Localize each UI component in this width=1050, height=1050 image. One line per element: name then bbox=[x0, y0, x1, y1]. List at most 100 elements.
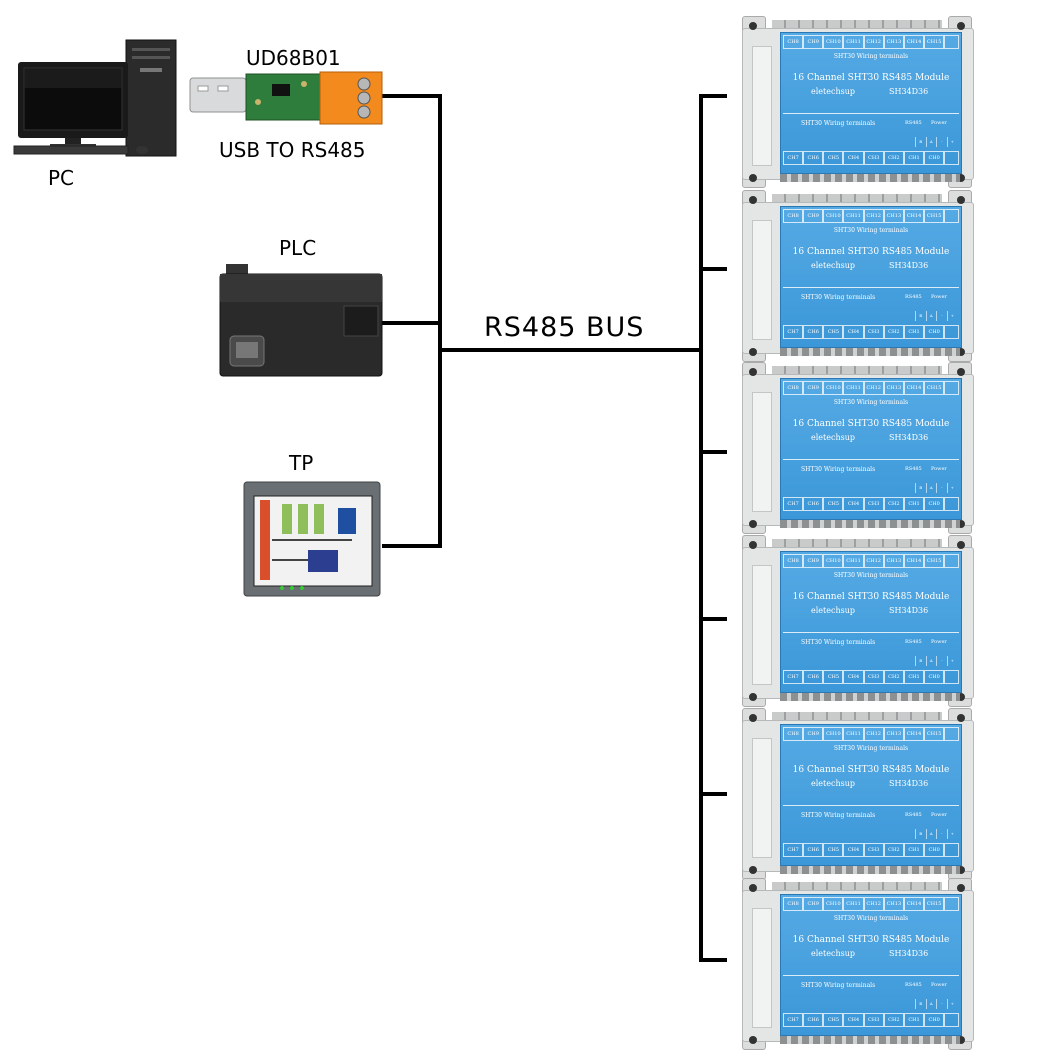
module-title: 16 Channel SHT30 RS485 Module bbox=[792, 765, 950, 775]
module-subtitle: SHT30 Wiring terminals bbox=[833, 53, 909, 60]
module-title: 16 Channel SHT30 RS485 Module bbox=[792, 935, 950, 945]
bottom_channels-cell: CH3 bbox=[863, 325, 884, 339]
bottom_channels-cell: CH1 bbox=[903, 843, 925, 857]
top_channels-blank-cell bbox=[944, 554, 959, 568]
bottom_channels-cell: CH7 bbox=[783, 325, 804, 339]
module-pin: + bbox=[946, 829, 958, 839]
top_channels-cell: CH13 bbox=[883, 554, 904, 568]
top_channels-cell: CH10 bbox=[823, 554, 844, 568]
module-brand: eletechsup bbox=[811, 433, 855, 442]
screw-hole bbox=[957, 541, 965, 549]
top_channels-cell: CH10 bbox=[823, 35, 844, 49]
screw-hole bbox=[749, 22, 757, 30]
bottom_channels-cell: CH4 bbox=[843, 1013, 864, 1027]
screw-hole bbox=[749, 693, 757, 701]
top_channels-cell: CH15 bbox=[924, 727, 945, 741]
bottom-terminal-block bbox=[780, 174, 960, 182]
screw-hole bbox=[749, 866, 757, 874]
module-brand: eletechsup bbox=[811, 261, 855, 270]
top_channels-cell: CH12 bbox=[863, 35, 884, 49]
top_channels-blank-cell bbox=[944, 727, 959, 741]
bottom_channels-cell: CH4 bbox=[843, 670, 864, 684]
module-pin: + bbox=[946, 137, 958, 147]
module-wiring-label: SHT30 Wiring terminals bbox=[801, 982, 876, 989]
module-title: 16 Channel SHT30 RS485 Module bbox=[792, 73, 950, 83]
bottom_channels-cell: CH5 bbox=[823, 843, 844, 857]
top_channels-cell: CH14 bbox=[903, 381, 925, 395]
module-pin: B bbox=[915, 311, 926, 321]
module-subtitle: SHT30 Wiring terminals bbox=[833, 745, 909, 752]
touch-panel-icon bbox=[243, 481, 381, 597]
plc-device-icon bbox=[219, 264, 383, 377]
module-pin: + bbox=[946, 483, 958, 493]
module-brand: eletechsup bbox=[811, 949, 855, 958]
bottom_channels-cell: CH7 bbox=[783, 497, 804, 511]
top_channels-cell: CH9 bbox=[803, 381, 824, 395]
top_channels-cell: CH15 bbox=[924, 897, 945, 911]
module-brand: eletechsup bbox=[811, 606, 855, 615]
terminal-clips bbox=[772, 366, 942, 374]
bottom_channels-cell: CH4 bbox=[843, 497, 864, 511]
top_channels-cell: CH13 bbox=[883, 727, 904, 741]
module-power-label: Power bbox=[931, 294, 947, 300]
top_channels-cell: CH13 bbox=[883, 209, 904, 223]
top_channels-cell: CH11 bbox=[843, 209, 864, 223]
top_channels-cell: CH11 bbox=[843, 897, 864, 911]
top_channels-cell: CH14 bbox=[903, 727, 925, 741]
module-pin: - bbox=[936, 137, 947, 147]
bottom-terminal-block bbox=[780, 866, 960, 874]
top_channels-blank-cell bbox=[944, 897, 959, 911]
bottom_channels-cell: CH2 bbox=[883, 843, 904, 857]
module-power-label: Power bbox=[931, 812, 947, 818]
top_channels-cell: CH8 bbox=[783, 727, 804, 741]
bottom_channels-blank-cell bbox=[944, 843, 959, 857]
pc-label: PC bbox=[48, 166, 75, 190]
module-divider bbox=[783, 805, 959, 806]
bottom_channels-cell: CH6 bbox=[803, 497, 824, 511]
bottom_channels-blank-cell bbox=[944, 1013, 959, 1027]
bottom_channels-blank-cell bbox=[944, 497, 959, 511]
bottom_channels-cell: CH1 bbox=[903, 497, 925, 511]
top_channels-cell: CH14 bbox=[903, 897, 925, 911]
top_channels-cell: CH15 bbox=[924, 35, 945, 49]
top_channels-cell: CH10 bbox=[823, 209, 844, 223]
module-divider bbox=[783, 975, 959, 976]
module-model: SH34D36 bbox=[889, 949, 929, 958]
din-rail-slot bbox=[752, 908, 772, 1028]
module-title: 16 Channel SHT30 RS485 Module bbox=[792, 247, 950, 257]
module-divider bbox=[783, 287, 959, 288]
top_channels-cell: CH12 bbox=[863, 727, 884, 741]
screw-hole bbox=[957, 693, 965, 701]
module-power-label: Power bbox=[931, 982, 947, 988]
top_channels-cell: CH13 bbox=[883, 897, 904, 911]
bottom_channels-cell: CH4 bbox=[843, 325, 864, 339]
top_channels-cell: CH8 bbox=[783, 554, 804, 568]
module-title: 16 Channel SHT30 RS485 Module bbox=[792, 419, 950, 429]
bottom_channels-cell: CH7 bbox=[783, 1013, 804, 1027]
top_channels-cell: CH11 bbox=[843, 35, 864, 49]
screw-hole bbox=[957, 368, 965, 376]
module-pin: - bbox=[936, 483, 947, 493]
top_channels-cell: CH10 bbox=[823, 897, 844, 911]
module-rs485-label: RS485 bbox=[905, 466, 922, 472]
top_channels-cell: CH11 bbox=[843, 554, 864, 568]
top_channels-cell: CH10 bbox=[823, 381, 844, 395]
top_channels-cell: CH9 bbox=[803, 727, 824, 741]
top_channels-cell: CH8 bbox=[783, 209, 804, 223]
bottom_channels-cell: CH5 bbox=[823, 670, 844, 684]
screw-hole bbox=[957, 196, 965, 204]
bottom_channels-cell: CH0 bbox=[924, 151, 945, 165]
plc-label: PLC bbox=[279, 236, 317, 260]
module-pin: A bbox=[925, 311, 937, 321]
top_channels-cell: CH15 bbox=[924, 381, 945, 395]
screw-hole bbox=[749, 196, 757, 204]
bottom_channels-cell: CH4 bbox=[843, 151, 864, 165]
bottom-terminal-block bbox=[780, 693, 960, 701]
